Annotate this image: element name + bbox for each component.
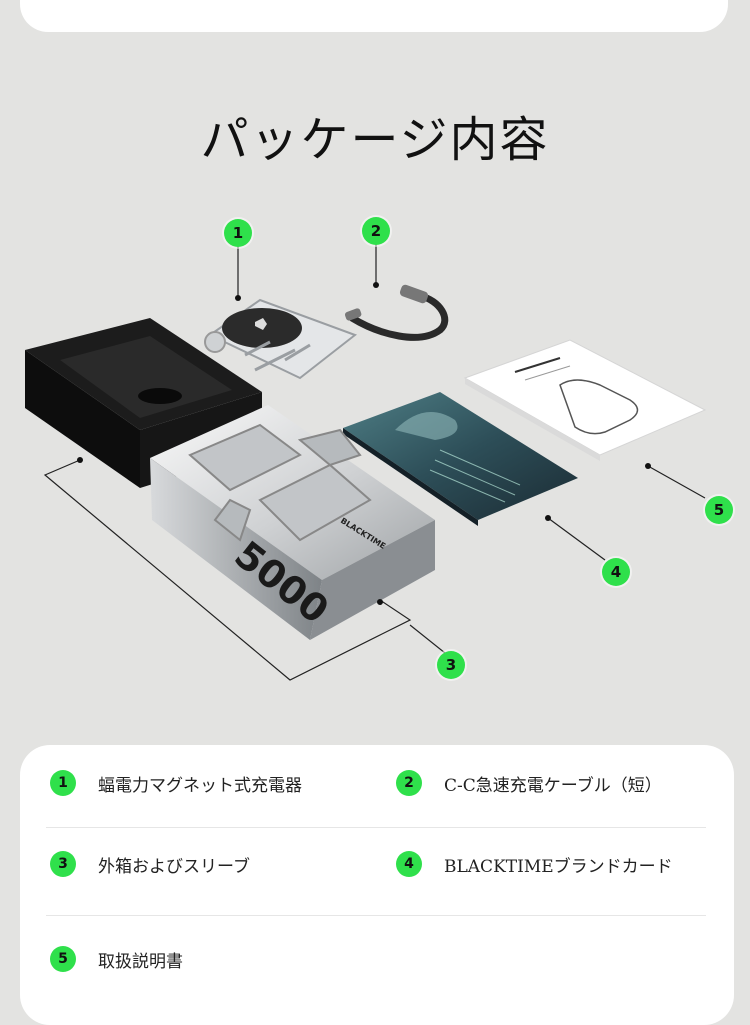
item-label: BLACKTIMEブランドカード: [444, 856, 673, 877]
item-number-badge: 2: [396, 770, 422, 796]
item-label: 取扱説明書: [98, 951, 183, 972]
item-label: C-C急速充電ケーブル（短）: [444, 775, 662, 796]
callout-badge-1: 1: [224, 219, 252, 247]
list-item-2: 2 C-C急速充電ケーブル（短）: [396, 770, 662, 796]
list-item-3: 3 外箱およびスリーブ: [50, 851, 250, 877]
divider: [46, 915, 706, 916]
list-item-1: 1 蝠電力マグネット式充電器: [50, 770, 302, 796]
page-title: パッケージ内容: [200, 112, 550, 168]
top-card: [20, 0, 728, 32]
callout-badge-5: 5: [705, 496, 733, 524]
item-label: 蝠電力マグネット式充電器: [98, 775, 302, 796]
outer-box-illustration: 5000 BLACKTIME: [150, 405, 435, 640]
charger-illustration: [204, 298, 358, 380]
list-item-5: 5 取扱説明書: [50, 946, 183, 972]
item-number-badge: 4: [396, 851, 422, 877]
package-illustration: 5000 BLACKTIME: [25, 244, 707, 681]
list-item-4: 4 BLACKTIMEブランドカード: [396, 851, 673, 877]
item-number-badge: 1: [50, 770, 76, 796]
callout-badge-2: 2: [362, 217, 390, 245]
item-number-badge: 3: [50, 851, 76, 877]
contents-list: 1 蝠電力マグネット式充電器 2 C-C急速充電ケーブル（短） 3 外箱およびス…: [20, 745, 734, 1025]
item-number-badge: 5: [50, 946, 76, 972]
item-label: 外箱およびスリーブ: [98, 856, 250, 877]
brand-card-illustration: [343, 392, 578, 526]
divider: [46, 827, 706, 828]
manual-illustration: [463, 339, 707, 461]
cable-illustration: [344, 284, 449, 341]
callout-badge-3: 3: [437, 651, 465, 679]
callout-badge-4: 4: [602, 558, 630, 586]
